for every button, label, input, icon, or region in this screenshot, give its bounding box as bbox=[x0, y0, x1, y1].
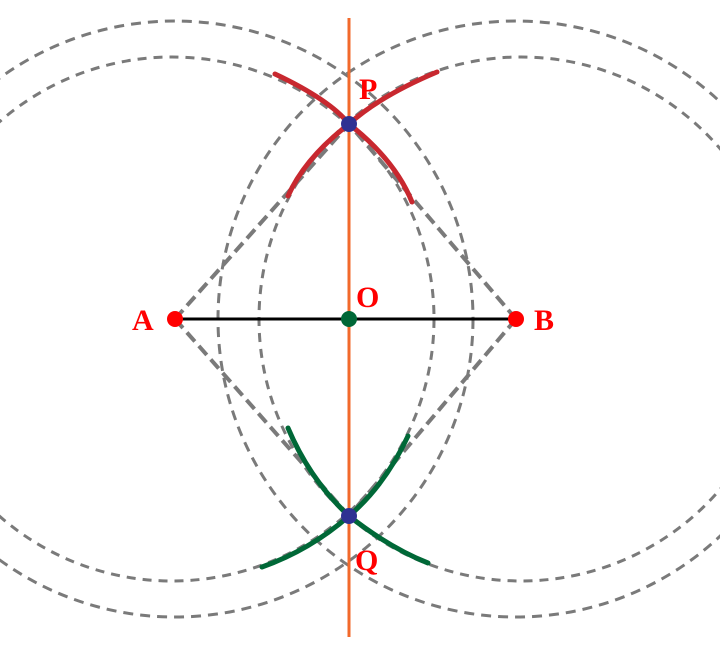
dashed-segment-bp bbox=[347, 122, 518, 321]
point-p bbox=[341, 116, 357, 132]
point-b bbox=[508, 311, 524, 327]
label-a: A bbox=[132, 304, 154, 337]
dashed-segment-ap bbox=[173, 122, 351, 321]
label-q: Q bbox=[355, 544, 378, 577]
label-p: P bbox=[359, 73, 377, 106]
point-a bbox=[167, 311, 183, 327]
label-o: O bbox=[356, 281, 379, 314]
dashed-segment-bq bbox=[347, 317, 518, 518]
label-b: B bbox=[534, 304, 554, 337]
point-o bbox=[341, 311, 357, 327]
point-q bbox=[341, 508, 357, 524]
